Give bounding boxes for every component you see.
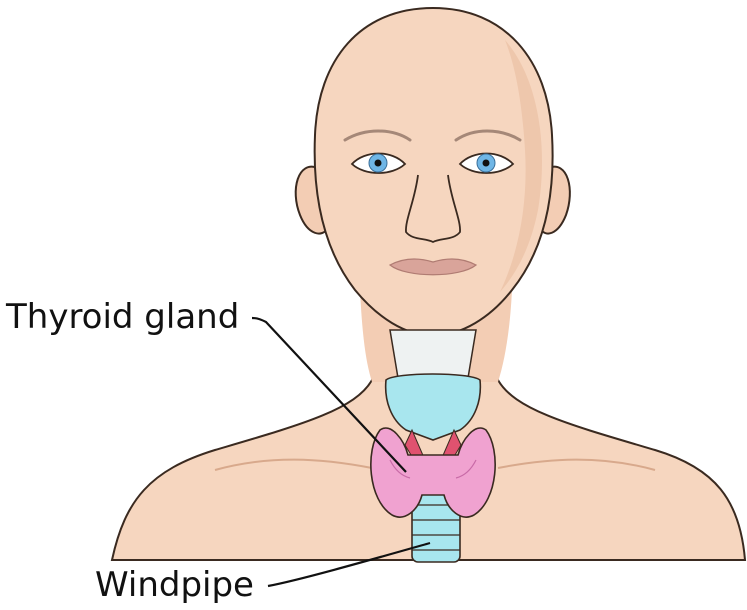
thyroid-gland-label: Thyroid gland xyxy=(6,300,239,334)
hyoid-membrane xyxy=(390,330,476,378)
windpipe-label: Windpipe xyxy=(95,568,254,602)
